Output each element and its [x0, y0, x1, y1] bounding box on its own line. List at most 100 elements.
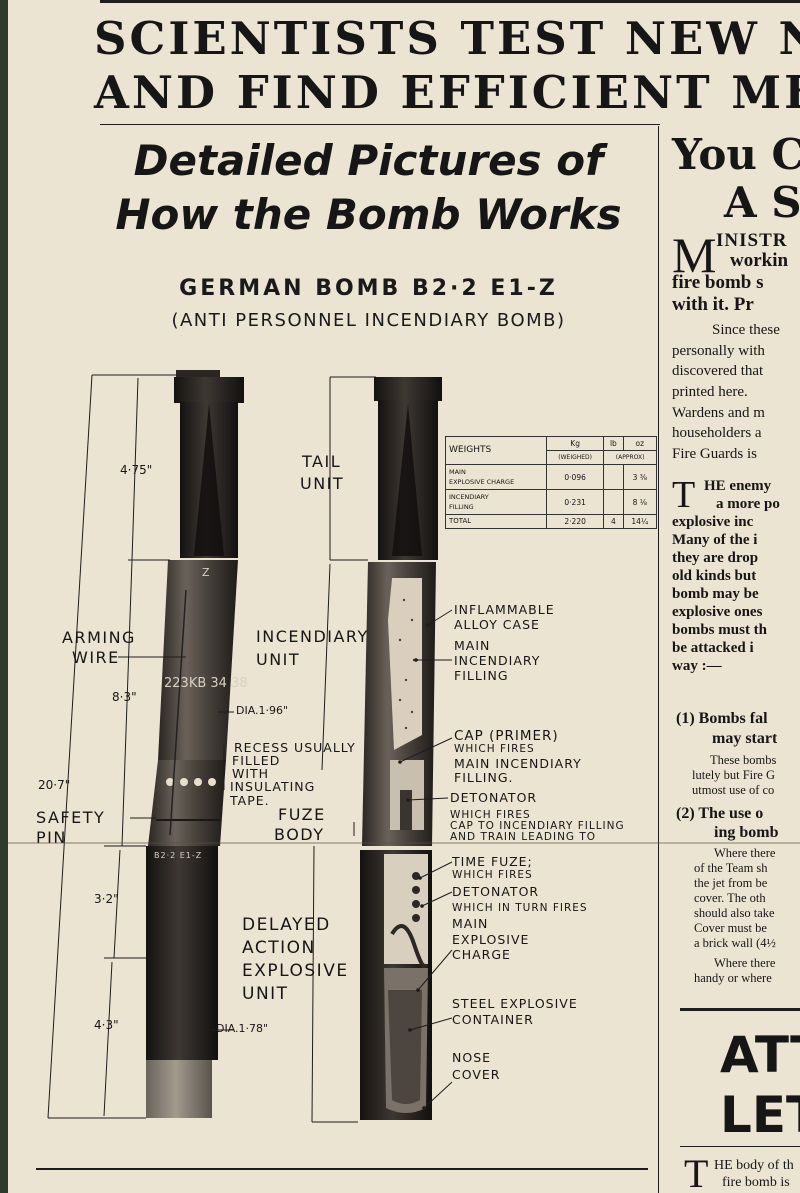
para-2-initial: T	[672, 476, 696, 514]
feature-title-line-1: Detailed Pictures of	[133, 136, 604, 185]
item-1-body: utmost use of co	[692, 783, 775, 797]
weights-row-label: MAIN	[449, 468, 466, 476]
weights-col-kg-sub: (WEIGHED)	[546, 450, 605, 465]
label-fuze-body-1: FUZE	[278, 805, 326, 824]
callout-det-3: CAP TO INCENDIARY FILLING	[450, 820, 625, 832]
para-1-line: Since these	[712, 322, 780, 338]
item-2-body: Where there	[714, 956, 776, 970]
item-2-body: the jet from be	[694, 876, 768, 890]
callout-time-4: WHICH IN TURN FIRES	[452, 902, 588, 914]
bomb-cutaway	[360, 377, 442, 1120]
feature-title-line-2: How the Bomb Works	[115, 190, 622, 239]
foot-line-2: fire bomb is	[722, 1175, 790, 1190]
callout-filling-1: MAIN	[454, 638, 491, 653]
foot-line-1: HE body of th	[714, 1158, 794, 1173]
item-2-body: of the Team sh	[694, 861, 768, 875]
item-1-heading-2: may start	[712, 730, 778, 747]
weights-table: WEIGHTS Kg lb oz (WEIGHED) (APPROX) MAIN…	[444, 436, 658, 529]
recess-line-2: FILLED	[232, 753, 281, 768]
weights-col-lb: lb	[603, 436, 624, 451]
para-1-line: personally with	[672, 343, 765, 359]
att-headline-1: ATT	[720, 1026, 800, 1084]
para-2-line: be attacked i	[672, 640, 754, 656]
callout-time-6: EXPLOSIVE	[452, 932, 530, 947]
dim-total: 20·7"	[38, 778, 71, 792]
label-pin: PIN	[36, 828, 67, 847]
callout-cap-2: WHICH FIRES	[454, 743, 535, 755]
dim-dia-lower: DIA.1·78"	[216, 1022, 269, 1035]
newspaper-page: SCIENTISTS TEST NEW NAZ AND FIND EFFICIE…	[8, 0, 800, 1193]
item-2-body: Where there	[714, 846, 776, 860]
callout-alloy-1: INFLAMMABLE	[454, 602, 555, 617]
callout-steel-2: CONTAINER	[452, 1012, 534, 1027]
para-2-line: explosive inc	[672, 514, 754, 530]
para-1-line: Fire Guards is	[672, 446, 757, 462]
label-arming: ARMING	[62, 628, 136, 647]
para-1-line: printed here.	[672, 384, 748, 400]
item-1-heading: (1) Bombs fal	[676, 710, 768, 727]
callout-det-1: DETONATOR	[450, 790, 538, 805]
callout-nose-2: COVER	[452, 1067, 501, 1082]
label-tail-unit-2: UNIT	[300, 474, 345, 493]
callout-cap-3: MAIN INCENDIARY	[454, 756, 582, 771]
right-headline-1: You C	[672, 130, 800, 179]
callout-time-3: DETONATOR	[452, 884, 540, 899]
callout-filling-2: INCENDIARY	[454, 653, 541, 668]
label-safety: SAFETY	[36, 808, 106, 827]
para-2-line: old kinds but	[672, 568, 757, 584]
callout-time-5: MAIN	[452, 916, 489, 931]
body-mark-z: Z	[202, 566, 211, 579]
callout-time-2: WHICH FIRES	[452, 869, 533, 881]
headline-line-2: AND FIND EFFICIENT ME	[94, 66, 800, 119]
item-2-body: a brick wall (4½	[694, 936, 776, 950]
item-2-heading-2: ing bomb	[714, 824, 779, 841]
label-delayed-2: ACTION	[242, 938, 316, 958]
weights-row-kg: 0·231	[546, 489, 605, 515]
item-2-body: cover. The oth	[694, 891, 766, 905]
column-divider	[658, 126, 659, 1193]
weights-col-oz: oz	[622, 436, 658, 451]
recess-line-4: INSULATING	[230, 779, 316, 794]
weights-header-row: WEIGHTS Kg lb oz	[444, 436, 658, 465]
lead-line-4: with it. Pr	[672, 294, 754, 315]
right-bottom-rule	[680, 1146, 800, 1147]
top-rule	[100, 0, 800, 3]
callout-time-7: CHARGE	[452, 947, 511, 962]
label-delayed-1: DELAYED	[242, 915, 331, 935]
label-tail-unit-1: TAIL	[302, 452, 342, 471]
recess-line-3: WITH	[232, 766, 270, 781]
para-2-line: Many of the i	[672, 532, 758, 548]
item-1-body: These bombs	[710, 753, 777, 767]
recess-line-1: RECESS USUALLY	[234, 740, 356, 755]
item-1-body: lutely but Fire G	[692, 768, 775, 782]
lead-line-3: fire bomb s	[672, 272, 764, 293]
weights-row-label-2: FILLING	[449, 503, 474, 511]
right-section-rule	[680, 1008, 800, 1011]
weights-row-lb	[603, 464, 624, 490]
weights-row-total: TOTAL 2·220 4 14¼	[444, 514, 658, 529]
weights-row-label: INCENDIARY	[449, 493, 489, 501]
lead-line-2: workin	[730, 250, 789, 271]
para-2-line: way :—	[672, 658, 722, 674]
bomb-type: (ANTI PERSONNEL INCENDIARY BOMB)	[171, 310, 566, 331]
para-2-line: explosive ones	[672, 604, 763, 620]
item-2-body: Cover must be	[694, 921, 767, 935]
para-1-line: Wardens and m	[672, 405, 765, 421]
weights-row-label: TOTAL	[444, 514, 548, 529]
para-2-line: bombs must th	[672, 622, 768, 638]
weights-row-lb	[603, 489, 624, 515]
weights-row-kg: 2·220	[546, 514, 605, 529]
weights-row-kg: 0·096	[546, 464, 605, 490]
callout-det-2: WHICH FIRES	[450, 809, 531, 821]
weights-header: WEIGHTS	[444, 436, 548, 465]
dim-incendiary: 8·3"	[112, 690, 137, 704]
right-headline-2: A S	[724, 178, 800, 227]
body-mark-code: B2·2 E1-Z	[154, 851, 203, 860]
headline-rule	[100, 124, 660, 125]
dim-tail: 4·75"	[120, 463, 153, 477]
foot-initial: T	[684, 1154, 709, 1193]
item-2-heading: (2) The use o	[676, 805, 764, 822]
label-fuze-body-2: BODY	[274, 825, 325, 844]
